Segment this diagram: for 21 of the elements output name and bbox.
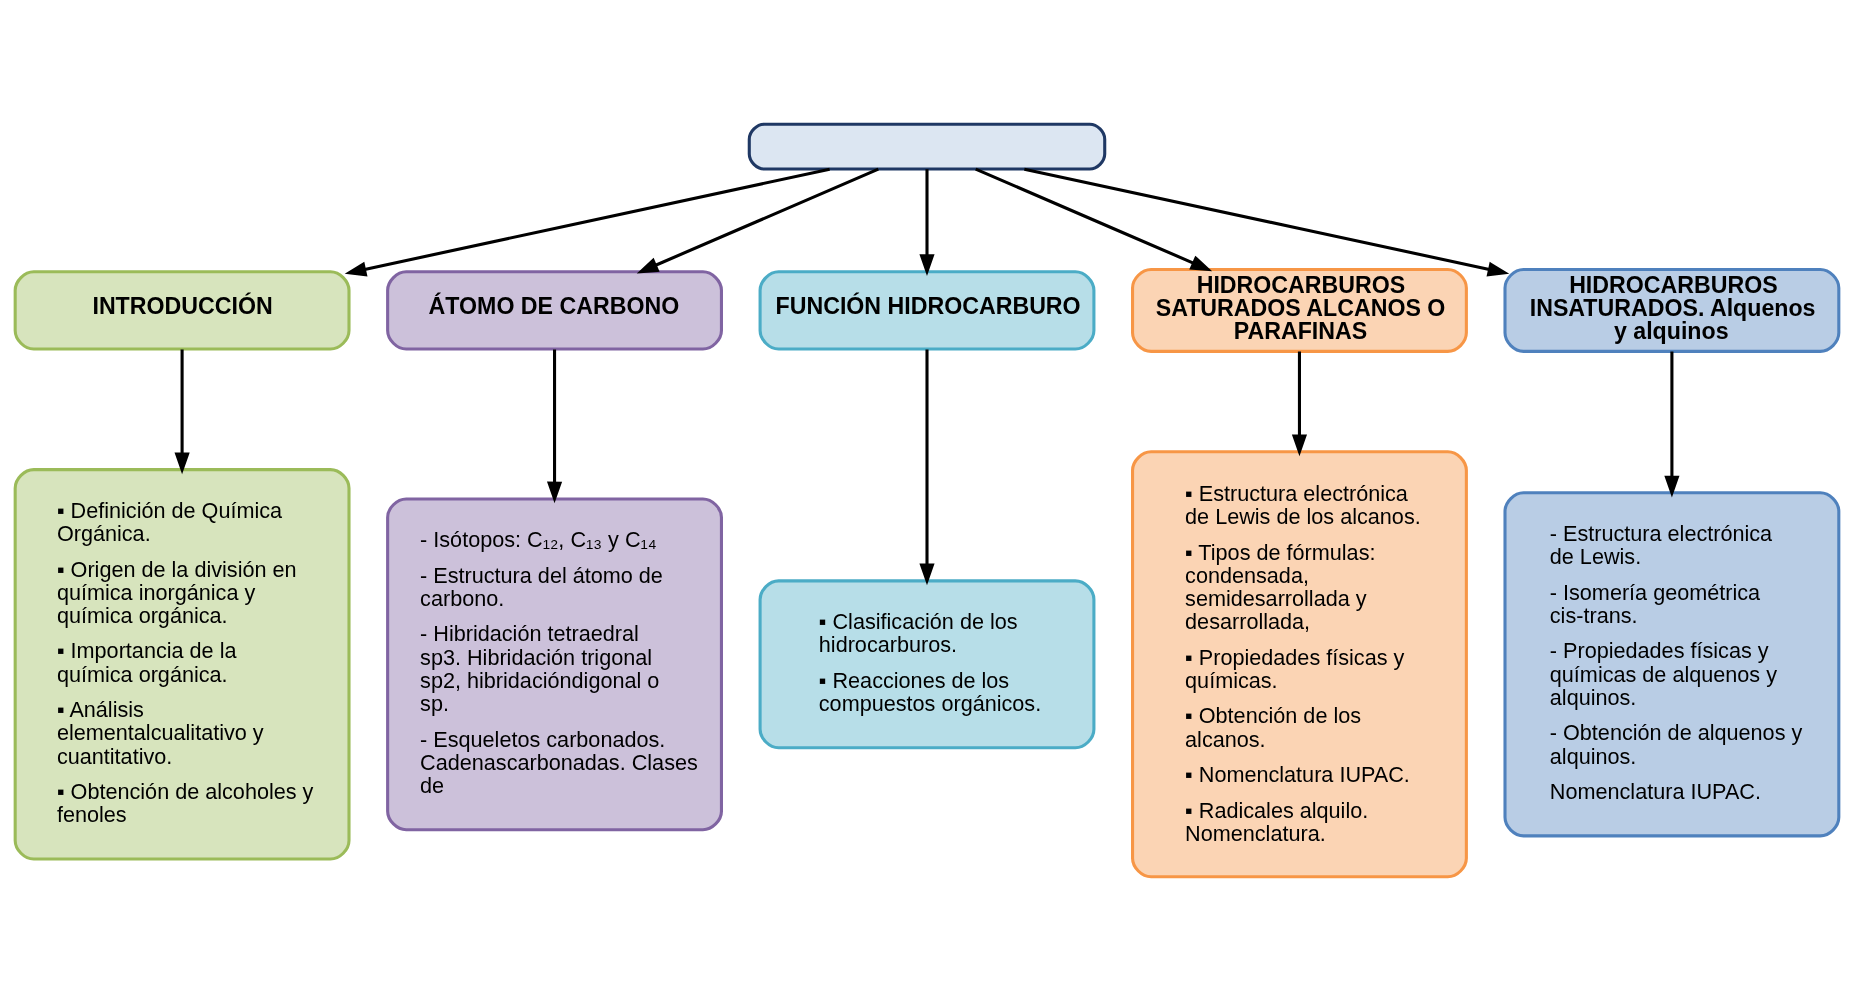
node-box: ▪ Clasificación de los hidrocarburos. ▪ Reacciones de los compuestos orgánicos. [758, 579, 1096, 750]
arrow [546, 349, 563, 504]
node-box: INTRODUCCIÓN [13, 270, 351, 351]
node-box: ÁTOMO DE CARBONO [386, 270, 723, 351]
arrow [1291, 351, 1308, 457]
arrow [636, 167, 879, 274]
node-box: HIDROCARBUROS INSATURADOS. Alquenos y alquinos [1503, 267, 1841, 353]
node-box: ▪ Estructura electrónica de Lewis de los alcanos. ▪ Tipos de fórmulas: condensada, semidesarrollada y desarrollada, ▪ Propiedades físicas y químicas. ▪ Obtención de los alcanos. ▪ Nomenclatura IUPAC. ▪ Radicales alquilo. Nomenclatura. [1131, 450, 1468, 879]
node-box: FUNCIÓN HIDROCARBURO [758, 270, 1096, 351]
arrow [174, 349, 190, 475]
node-box: - Isótopos: C₁₂, C₁₃ y C₁₄ - Estructura del átomo de carbono. - Hibridación tetraedral sp3. Hibridación trigonal sp2, hibridacióndigonal o sp. - Esqueletos carbonados. Cadenascarbonadas. Clases de [386, 497, 723, 832]
arrow [919, 349, 935, 586]
arrow [1664, 351, 1680, 498]
arrow [344, 167, 830, 277]
node-box: ▪ Definición de Química Orgánica. ▪ Origen de la división en química inorgánica y química orgánica. ▪ Importancia de la química orgánica. ▪ Análisis elementalcualitativo y cuantitativo. ▪ Obtención de alcoholes y fenoles [13, 468, 351, 861]
node-box [747, 122, 1107, 171]
arrow [1024, 167, 1510, 277]
arrow [975, 167, 1213, 272]
arrow [919, 169, 935, 276]
node-box: HIDROCARBUROS SATURADOS ALCANOS O PARAFINAS [1131, 267, 1468, 353]
node-box: - Estructura electrónica de Lewis. - Isomería geométrica cis-trans. - Propiedades físicas y químicas de alquenos y alquinos. - Obtención de alquenos y alquinos. Nomenclatura IUPAC. [1503, 491, 1841, 838]
